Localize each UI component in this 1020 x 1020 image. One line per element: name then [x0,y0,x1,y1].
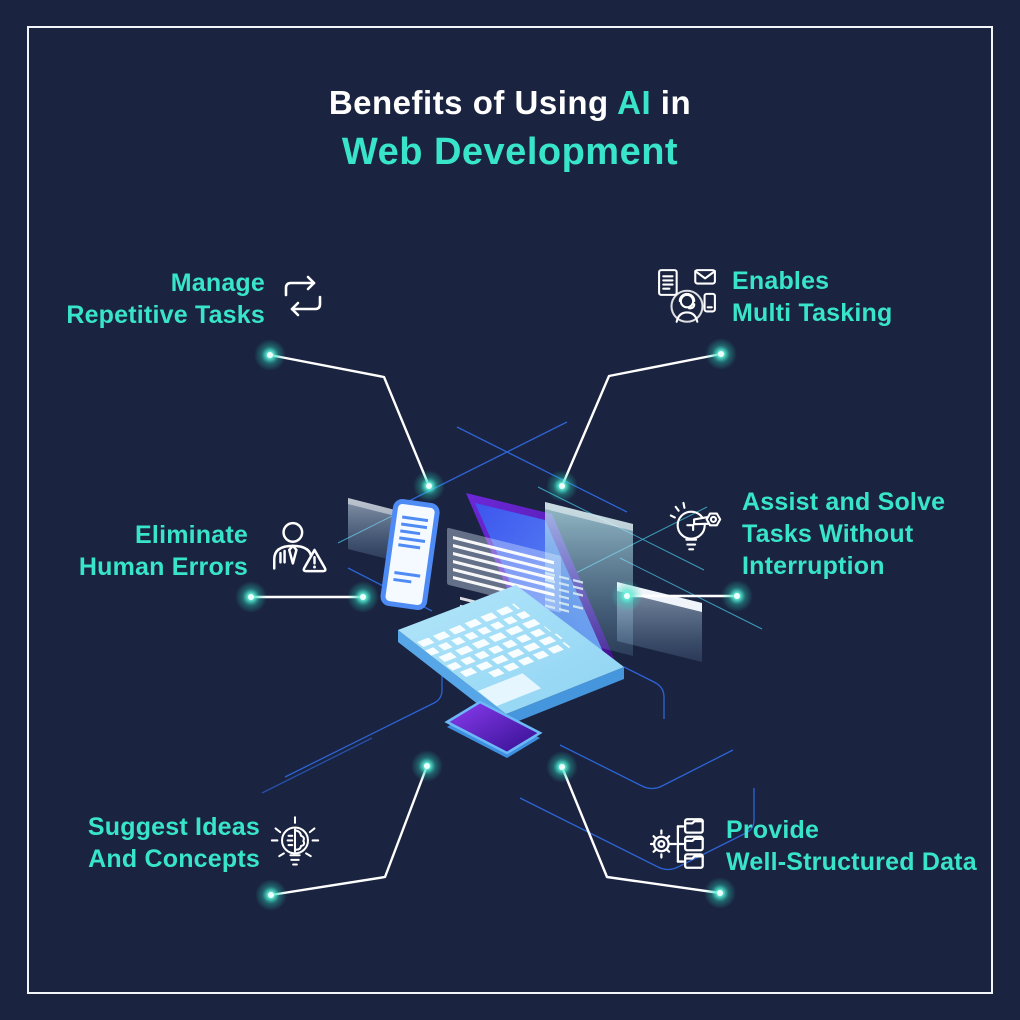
glow-dot [255,879,287,911]
title-line-1: Benefits of Using AI in [328,84,692,121]
idea-bulb-icon [270,813,320,879]
benefit-suggest-ideas: Suggest Ideas And Concepts [88,811,320,879]
connector-lines [249,352,739,897]
glow-dot [347,581,379,613]
repeat-arrows-icon [279,273,327,319]
benefit-enables-multi-tasking: Enables Multi Tasking [656,265,892,329]
connector-top-left [268,353,431,488]
glow-dot [546,470,578,502]
bulb-wrench-icon [668,500,726,562]
glow-dot [413,470,445,502]
gear-folders-icon [650,814,712,874]
floating-panel-right [545,502,633,656]
tablet [444,700,543,758]
glow-dot [235,581,267,613]
benefit-label: Assist and Solve Tasks Without Interrupt… [742,488,946,580]
benefit-label: Manage Repetitive Tasks [66,269,265,329]
benefit-manage-repetitive-tasks: Manage Repetitive Tasks [66,267,327,331]
benefit-label: Enables Multi Tasking [732,267,893,327]
connector-bottom-right [560,765,722,895]
page-title: Benefits of Using AI in Web Development [0,84,1020,174]
title-line-2: Web Development [341,131,679,173]
keyboard-keys [417,603,571,707]
benefit-assist-and-solve: Assist and Solve Tasks Without Interrupt… [668,486,945,582]
connector-bottom-left [269,764,429,897]
title-ai-highlight: AI [617,84,652,121]
benefit-eliminate-human-errors: Eliminate Human Errors [79,519,332,583]
glow-dot [721,580,753,612]
benefit-well-structured-data: Provide Well-Structured Data [650,814,977,878]
glow-dot [705,338,737,370]
phone-mockup [380,498,440,611]
human-error-icon [264,519,332,583]
connector-top-right [560,352,723,488]
glow-dot [254,339,286,371]
glow-dots [235,338,753,911]
glow-dot [611,580,643,612]
benefit-label: Suggest Ideas And Concepts [87,813,260,873]
glow-dot [704,877,736,909]
laptop-illustration [348,493,702,758]
glow-dot [546,751,578,783]
border-frame [27,26,993,994]
benefit-label: Provide Well-Structured Data [726,816,977,876]
benefit-label: Eliminate Human Errors [78,521,248,581]
glow-dot [411,750,443,782]
multitasking-icon [656,267,718,329]
